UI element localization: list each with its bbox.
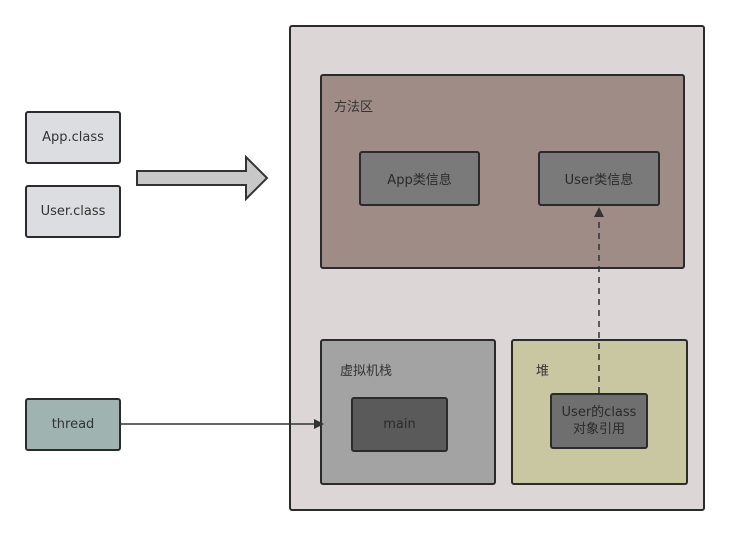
heap-title: 堆 xyxy=(536,364,550,379)
method-area-title: 方法区 xyxy=(334,100,374,115)
vm-stack-title: 虚拟机栈 xyxy=(340,364,393,379)
main-frame: main xyxy=(351,397,448,452)
main-frame-label: main xyxy=(383,417,416,432)
user-class-info: User类信息 xyxy=(538,151,660,206)
app-class-info: App类信息 xyxy=(359,151,480,206)
user-class-info-label: User类信息 xyxy=(564,173,634,188)
thread-box: thread xyxy=(25,398,121,451)
thread-label: thread xyxy=(51,417,95,432)
app-class-info-label: App类信息 xyxy=(387,173,452,188)
app-class-label: App.class xyxy=(42,130,104,145)
user-class-object: User的class 对象引用 xyxy=(550,393,648,449)
user-class-label: User.class xyxy=(40,204,106,219)
load-arrow xyxy=(136,154,269,202)
user-class-object-label: User的class 对象引用 xyxy=(561,405,637,437)
app-class-file: App.class xyxy=(25,111,121,164)
user-class-file: User.class xyxy=(25,185,121,238)
